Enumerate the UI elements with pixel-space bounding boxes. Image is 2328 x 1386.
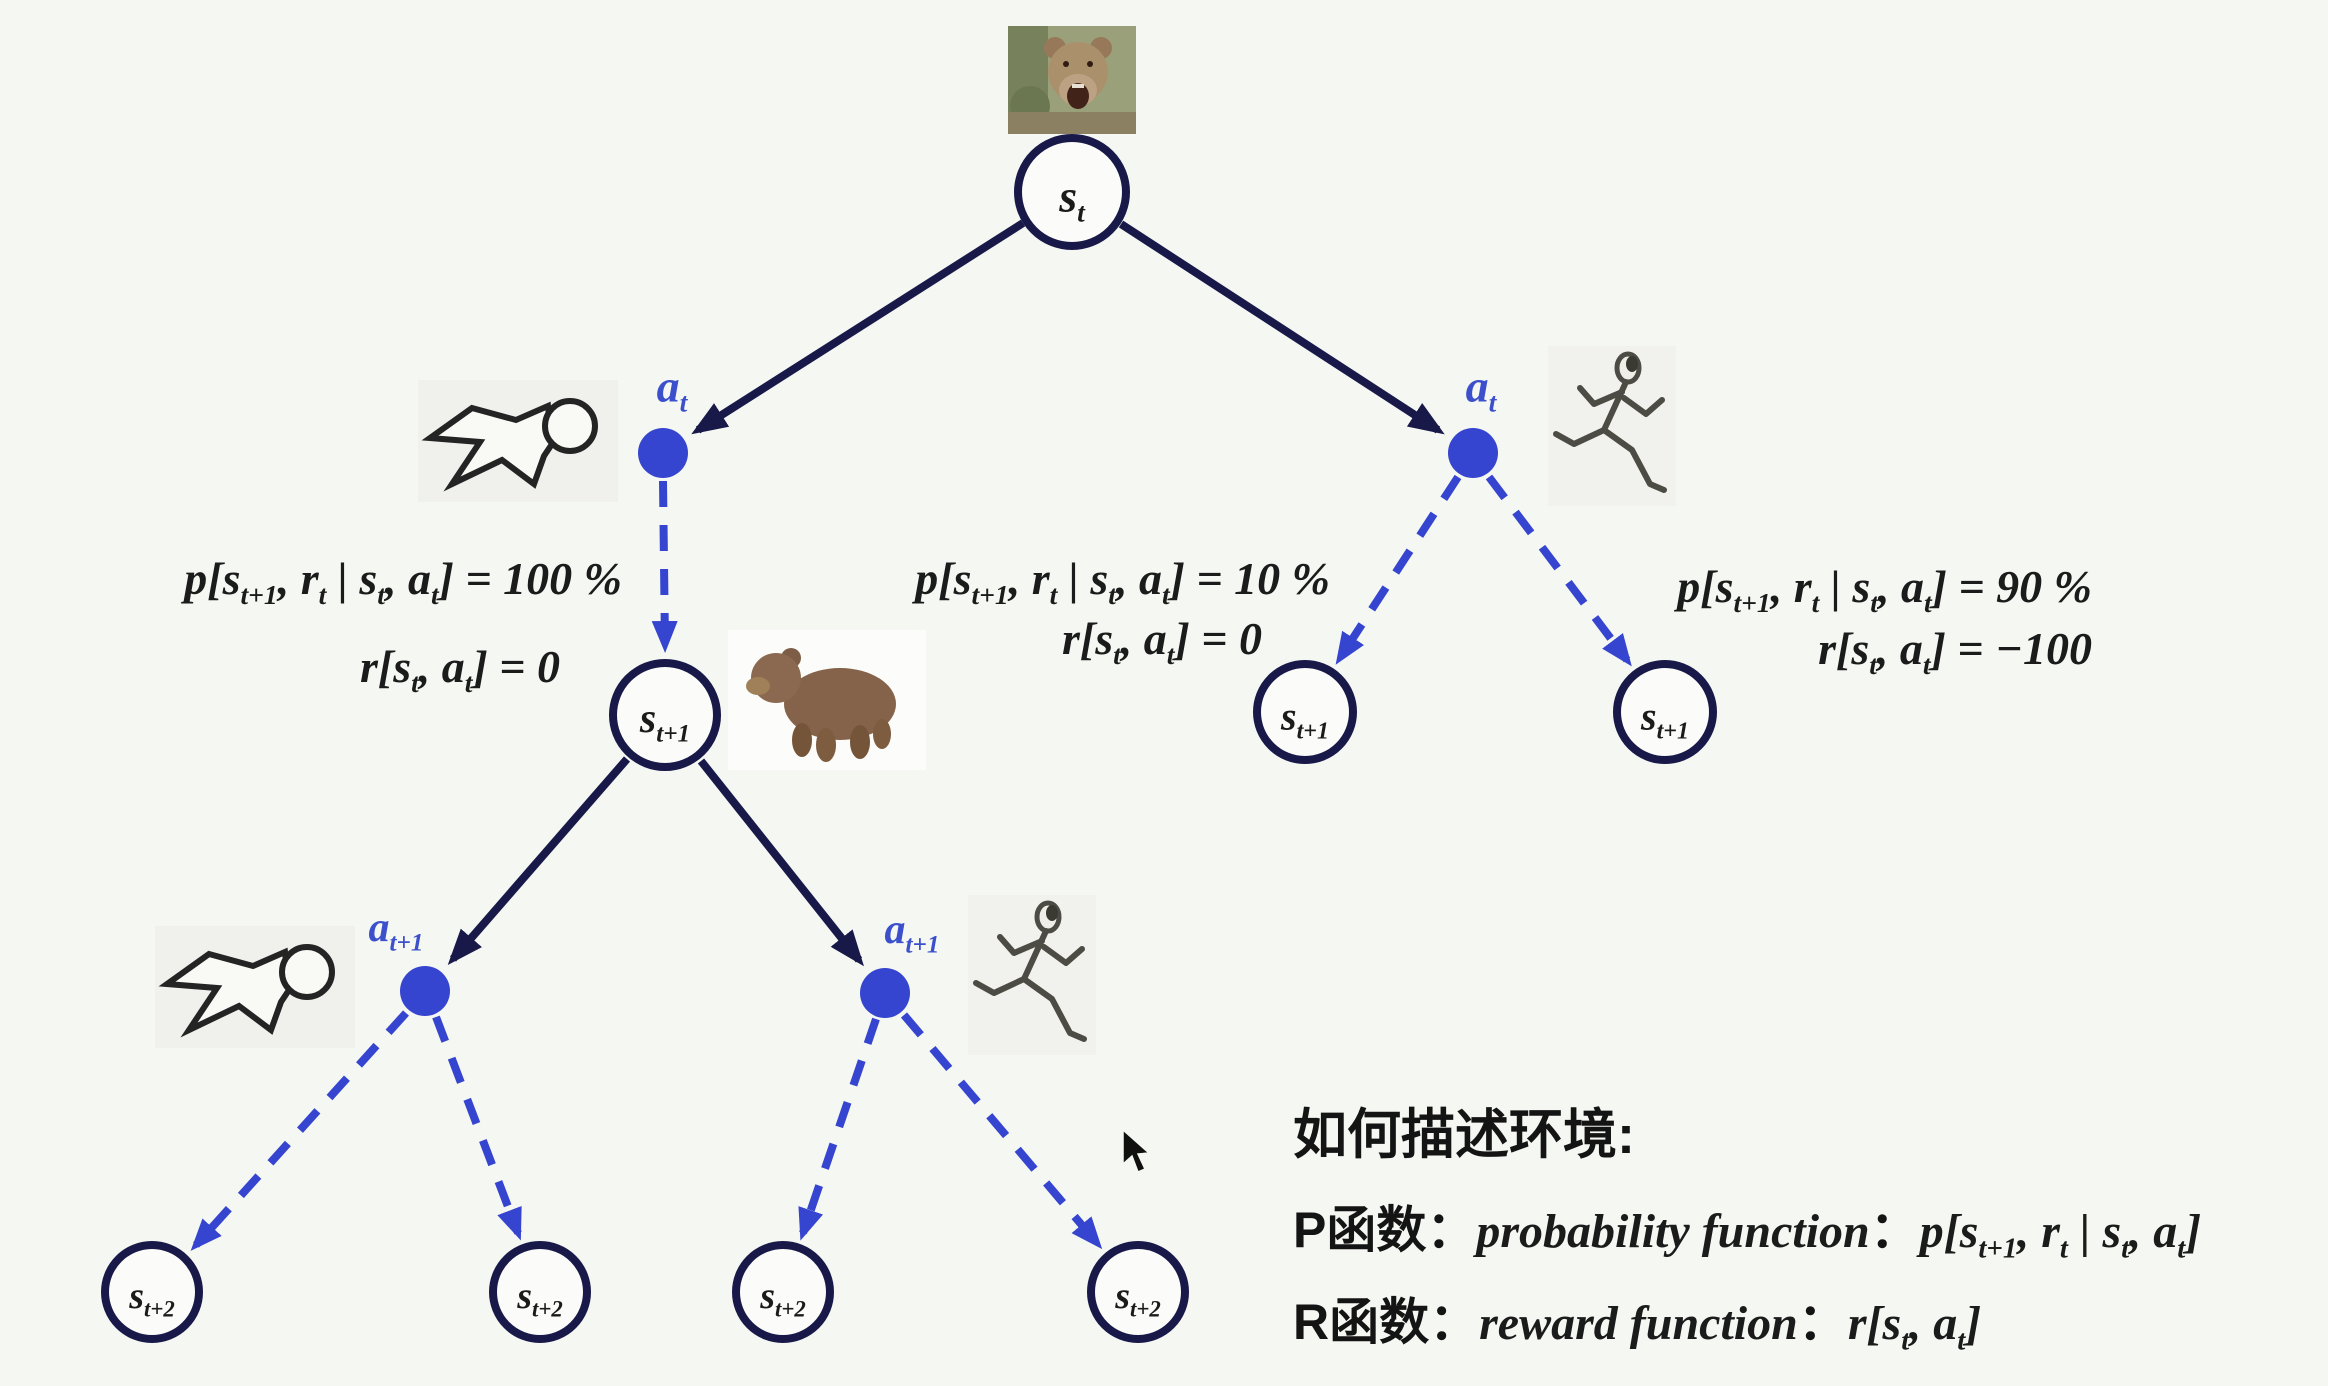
- label-st1-mid: st+1: [639, 696, 691, 748]
- running-person-icon: [1548, 346, 1676, 506]
- label-at-left: at: [656, 360, 688, 418]
- state-node-st2-4: [1087, 1241, 1189, 1343]
- label-at-right: at: [1465, 360, 1497, 418]
- legend-r-label: R函数：: [1293, 1294, 1480, 1350]
- prob-mid-line1: p[st+1, rt | st, at] = 10 %: [915, 553, 1330, 611]
- state-node-st: [1014, 134, 1130, 250]
- label-st: st: [1059, 170, 1085, 228]
- dashed-edge-at1L-to-st2-a: [190, 1010, 409, 1251]
- edge-st1-to-at1-mid: [697, 758, 864, 967]
- prob-right-line1: p[st+1, rt | st, at] = 90 %: [1677, 561, 2092, 619]
- legend-heading: 如何描述环境:: [1293, 1105, 1635, 1165]
- toy-bear-icon: [728, 630, 926, 770]
- dashed-edge-atR-to-st1-a: [1335, 474, 1462, 665]
- label-st2-4: st+2: [1115, 1275, 1161, 1322]
- edge-st1-to-at1-left: [447, 756, 631, 966]
- legend-r-formula: r[st, at]: [1847, 1297, 1982, 1357]
- legend-r-line: R函数： reward function ： r[st, at]: [1293, 1282, 1982, 1357]
- label-at1-mid: at+1: [884, 907, 940, 959]
- label-st2-1: st+2: [129, 1275, 175, 1322]
- reward-left-line2: r[st, at] = 0: [360, 641, 560, 699]
- edge-st-to-at-left: [691, 219, 1026, 435]
- roaring-bear-photo-icon: [1008, 26, 1136, 134]
- legend-p-colon: ：: [1869, 1202, 1920, 1258]
- label-st2-2: st+2: [517, 1275, 563, 1322]
- label-at1-left: at+1: [368, 905, 424, 957]
- dashed-edge-atL-to-st1: [651, 480, 678, 653]
- reward-mid-line2: r[st, at] = 0: [1062, 613, 1262, 671]
- dashed-edge-at1L-to-st2-b: [432, 1015, 522, 1241]
- state-node-st2-1: [101, 1241, 203, 1343]
- legend-p-formula: p[st+1, rt | st, at]: [1919, 1205, 2202, 1265]
- label-st1-right1: st+1: [1281, 693, 1329, 745]
- action-node-at1-mid: [860, 968, 910, 1018]
- label-st1-right2: st+1: [1641, 693, 1689, 745]
- dead-person-icon: [418, 380, 618, 502]
- state-node-st2-2: [489, 1241, 591, 1343]
- mouse-cursor: [1122, 1128, 1151, 1173]
- dashed-edge-atR-to-st1-b: [1485, 474, 1632, 667]
- legend-r-function-name: reward function: [1479, 1297, 1798, 1350]
- action-node-at-left: [638, 428, 688, 478]
- state-node-st1-right2: [1613, 660, 1717, 764]
- legend-p-label: P函数：: [1293, 1202, 1477, 1258]
- action-node-at-right: [1448, 428, 1498, 478]
- edge-st-to-at-right: [1118, 220, 1445, 435]
- dashed-edge-at1M-to-st2-c: [798, 1017, 880, 1241]
- state-node-st2-3: [732, 1241, 834, 1343]
- action-node-at1-left: [400, 966, 450, 1016]
- label-st2-3: st+2: [760, 1275, 806, 1322]
- reward-right-line2: r[st, at] = −100: [1818, 623, 2092, 681]
- state-node-st1-right1: [1253, 660, 1357, 764]
- state-node-st1-mid: [609, 659, 721, 771]
- dead-person-icon: [155, 926, 355, 1048]
- prob-left-line1: p[st+1, rt | st, at] = 100 %: [184, 553, 622, 611]
- legend-p-line: P函数： probability function ： p[st+1, rt |…: [1293, 1190, 2202, 1265]
- legend-r-colon: ：: [1797, 1294, 1848, 1350]
- dashed-edge-at1M-to-st2-d: [900, 1012, 1103, 1250]
- legend-p-function-name: probability function: [1476, 1205, 1870, 1258]
- running-person-icon: [968, 895, 1096, 1055]
